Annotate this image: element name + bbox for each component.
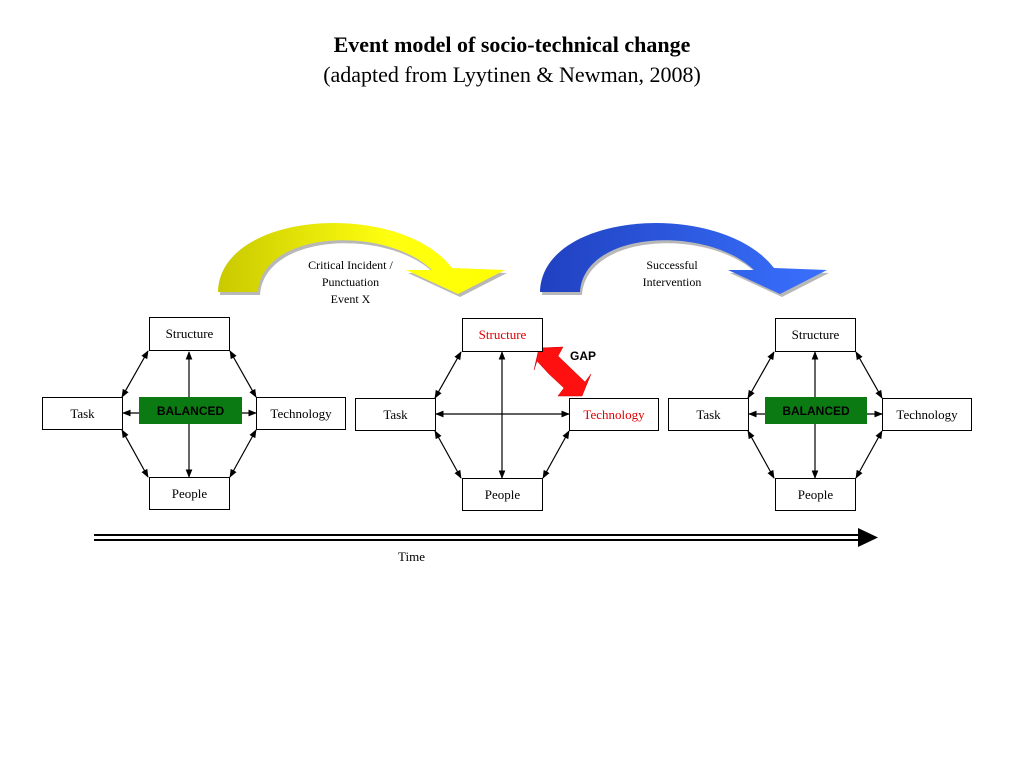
critical-incident-line-1: Critical Incident / bbox=[308, 258, 393, 272]
state2-people-box: People bbox=[462, 478, 543, 511]
state3-balanced-badge: BALANCED bbox=[765, 397, 867, 424]
successful-intervention-arrow bbox=[540, 223, 829, 297]
state2-technology-box: Technology bbox=[569, 398, 659, 431]
state2-connectors bbox=[434, 351, 570, 479]
time-label: Time bbox=[398, 549, 425, 564]
critical-incident-arrow bbox=[218, 223, 507, 297]
critical-incident-line-2: Punctuation bbox=[321, 275, 380, 289]
critical-incident-label: Critical Incident / Punctuation Event X bbox=[288, 257, 413, 308]
state3-structure-box: Structure bbox=[775, 318, 856, 352]
state1-people-box: People bbox=[149, 477, 230, 510]
state3-technology-box: Technology bbox=[882, 398, 972, 431]
state2-structure-box: Structure bbox=[462, 318, 543, 352]
gap-label: GAP bbox=[570, 349, 597, 363]
gap-double-arrow bbox=[533, 346, 592, 397]
state1-technology-box: Technology bbox=[256, 397, 346, 430]
critical-incident-line-3: Event X bbox=[330, 292, 371, 306]
state1-structure-box: Structure bbox=[149, 317, 230, 351]
state3-task-box: Task bbox=[668, 398, 749, 431]
state1-task-box: Task bbox=[42, 397, 123, 430]
successful-intervention-line-2: Intervention bbox=[642, 275, 702, 289]
diagram-title: Event model of socio-technical change (a… bbox=[0, 30, 1024, 90]
successful-intervention-label: Successful Intervention bbox=[612, 257, 732, 291]
successful-intervention-line-1: Successful bbox=[646, 258, 698, 272]
state2-task-box: Task bbox=[355, 398, 436, 431]
title-main: Event model of socio-technical change bbox=[333, 32, 691, 57]
title-subtitle: (adapted from Lyytinen & Newman, 2008) bbox=[323, 62, 701, 87]
state3-people-box: People bbox=[775, 478, 856, 511]
time-arrow bbox=[94, 528, 878, 547]
state1-balanced-badge: BALANCED bbox=[139, 397, 242, 424]
